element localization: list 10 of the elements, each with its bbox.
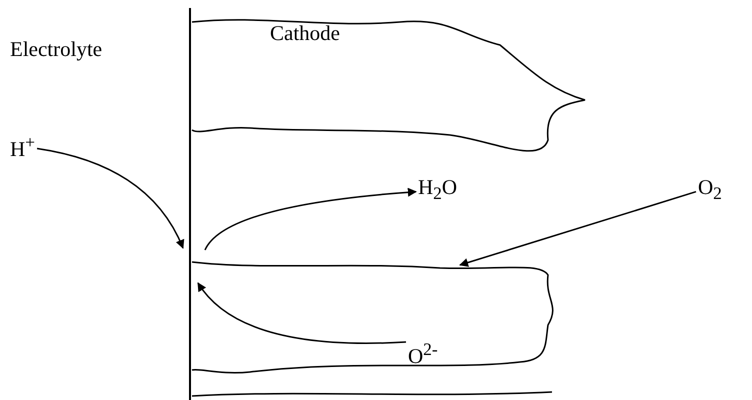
ion-label: O$^{2-}$ bbox=[408, 340, 438, 368]
arrow bbox=[459, 191, 696, 267]
ion-label: H$_{2}$O bbox=[418, 176, 458, 204]
arrow bbox=[36, 148, 184, 249]
arrow bbox=[204, 188, 417, 250]
region-label: Electrolyte bbox=[10, 38, 102, 62]
arrow bbox=[197, 282, 406, 344]
region-label: Cathode bbox=[270, 22, 340, 46]
ion-label: O$_{2}$ bbox=[698, 176, 722, 204]
ion-label: H$^{+}$ bbox=[10, 133, 36, 162]
